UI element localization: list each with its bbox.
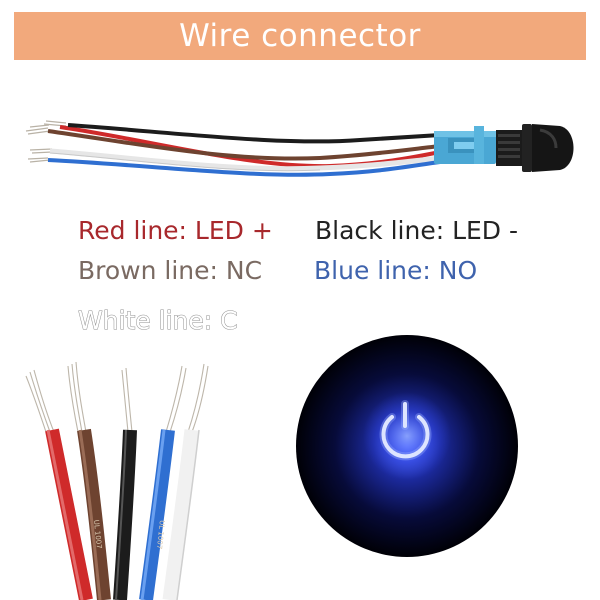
legend-blue-line: Blue line: NO: [314, 256, 478, 285]
plug-connector: [434, 126, 496, 164]
wire-harness: [25, 120, 574, 177]
wire-white-shadow: [49, 152, 321, 172]
wire-closeup: UL 1007 UL 1007: [25, 361, 209, 600]
closeup-red: [45, 428, 93, 600]
legend-brown-line: Brown line: NC: [78, 256, 263, 285]
switch-body: [496, 124, 574, 172]
page-title: Wire connector: [179, 18, 421, 54]
closeup-blue: [139, 429, 175, 600]
wire-red: [59, 125, 441, 169]
wire-blue: [47, 158, 441, 177]
title-banner: Wire connector: [14, 12, 586, 60]
wire-brown: [47, 129, 441, 161]
closeup-brown: [77, 428, 111, 600]
power-icon-glow: [379, 400, 432, 461]
power-icon: [381, 402, 430, 459]
legend-black-line: Black line: LED -: [315, 216, 519, 245]
closeup-black: [113, 429, 137, 600]
legend-red-line: Red line: LED +: [78, 216, 273, 245]
closeup-white: [162, 429, 200, 600]
illuminated-switch: [296, 335, 518, 557]
svg-text:UL 1007: UL 1007: [92, 519, 103, 549]
wire-black: [67, 123, 441, 144]
svg-text:UL 1007: UL 1007: [155, 520, 166, 550]
legend-white-line: White line: C: [78, 306, 239, 335]
wire-white: [49, 148, 441, 172]
